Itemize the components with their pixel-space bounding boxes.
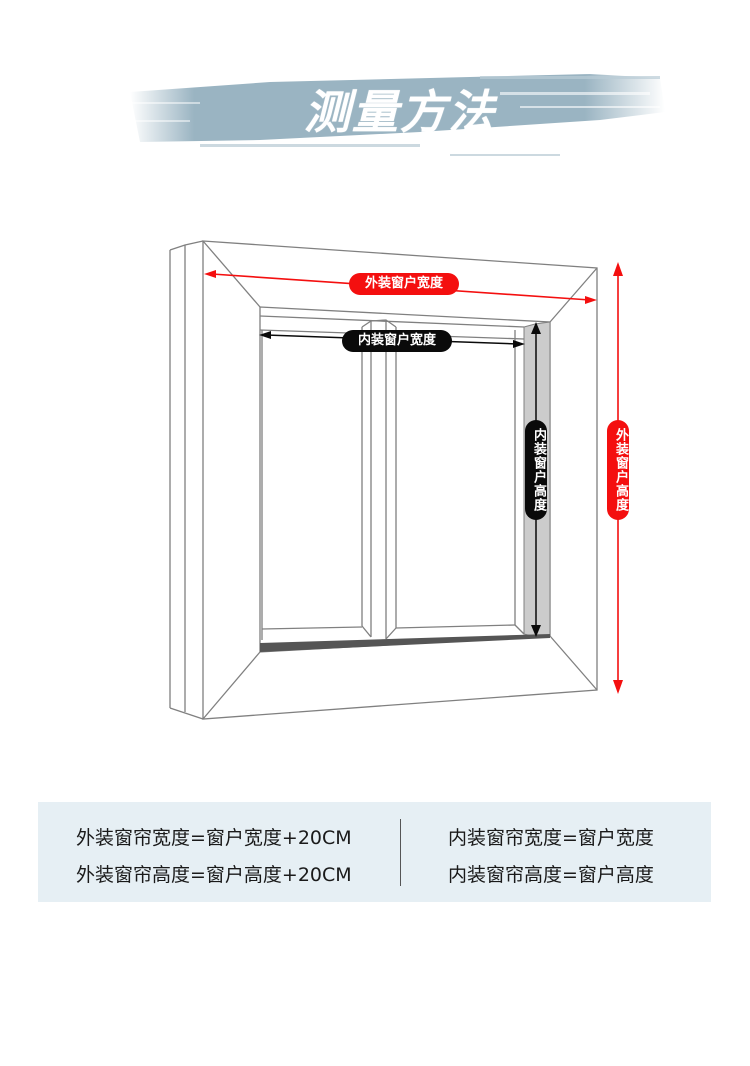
outer-width-label: 外装窗户宽度 [349,273,459,295]
outer-height-label: 外装窗户高度 [607,420,629,520]
inner-formulas: 内装窗帘宽度=窗户宽度 内装窗帘高度=窗户高度 [448,820,654,894]
inner-height-formula: 内装窗帘高度=窗户高度 [448,864,654,886]
column-divider [400,819,401,886]
outer-height-formula: 外装窗帘高度=窗户高度+20CM [76,864,352,886]
inner-height-label: 内装窗户高度 [525,420,547,520]
window-measurement-diagram: 外装窗户宽度 内装窗户宽度 内装窗户高度 外装窗户高度 [0,220,750,740]
inner-width-formula: 内装窗帘宽度=窗户宽度 [448,827,654,849]
outer-formulas: 外装窗帘宽度=窗户宽度+20CM 外装窗帘高度=窗户高度+20CM [76,820,352,894]
page-title: 测量方法 [304,85,496,139]
inner-width-label: 内装窗户宽度 [342,330,452,352]
outer-width-formula: 外装窗帘宽度=窗户宽度+20CM [76,827,352,849]
header-banner: 测量方法 [120,62,680,162]
formula-panel: 外装窗帘宽度=窗户宽度+20CM 外装窗帘高度=窗户高度+20CM 内装窗帘宽度… [38,802,711,902]
brush-stroke-background [120,74,665,156]
window-frame-drawing [169,240,623,720]
